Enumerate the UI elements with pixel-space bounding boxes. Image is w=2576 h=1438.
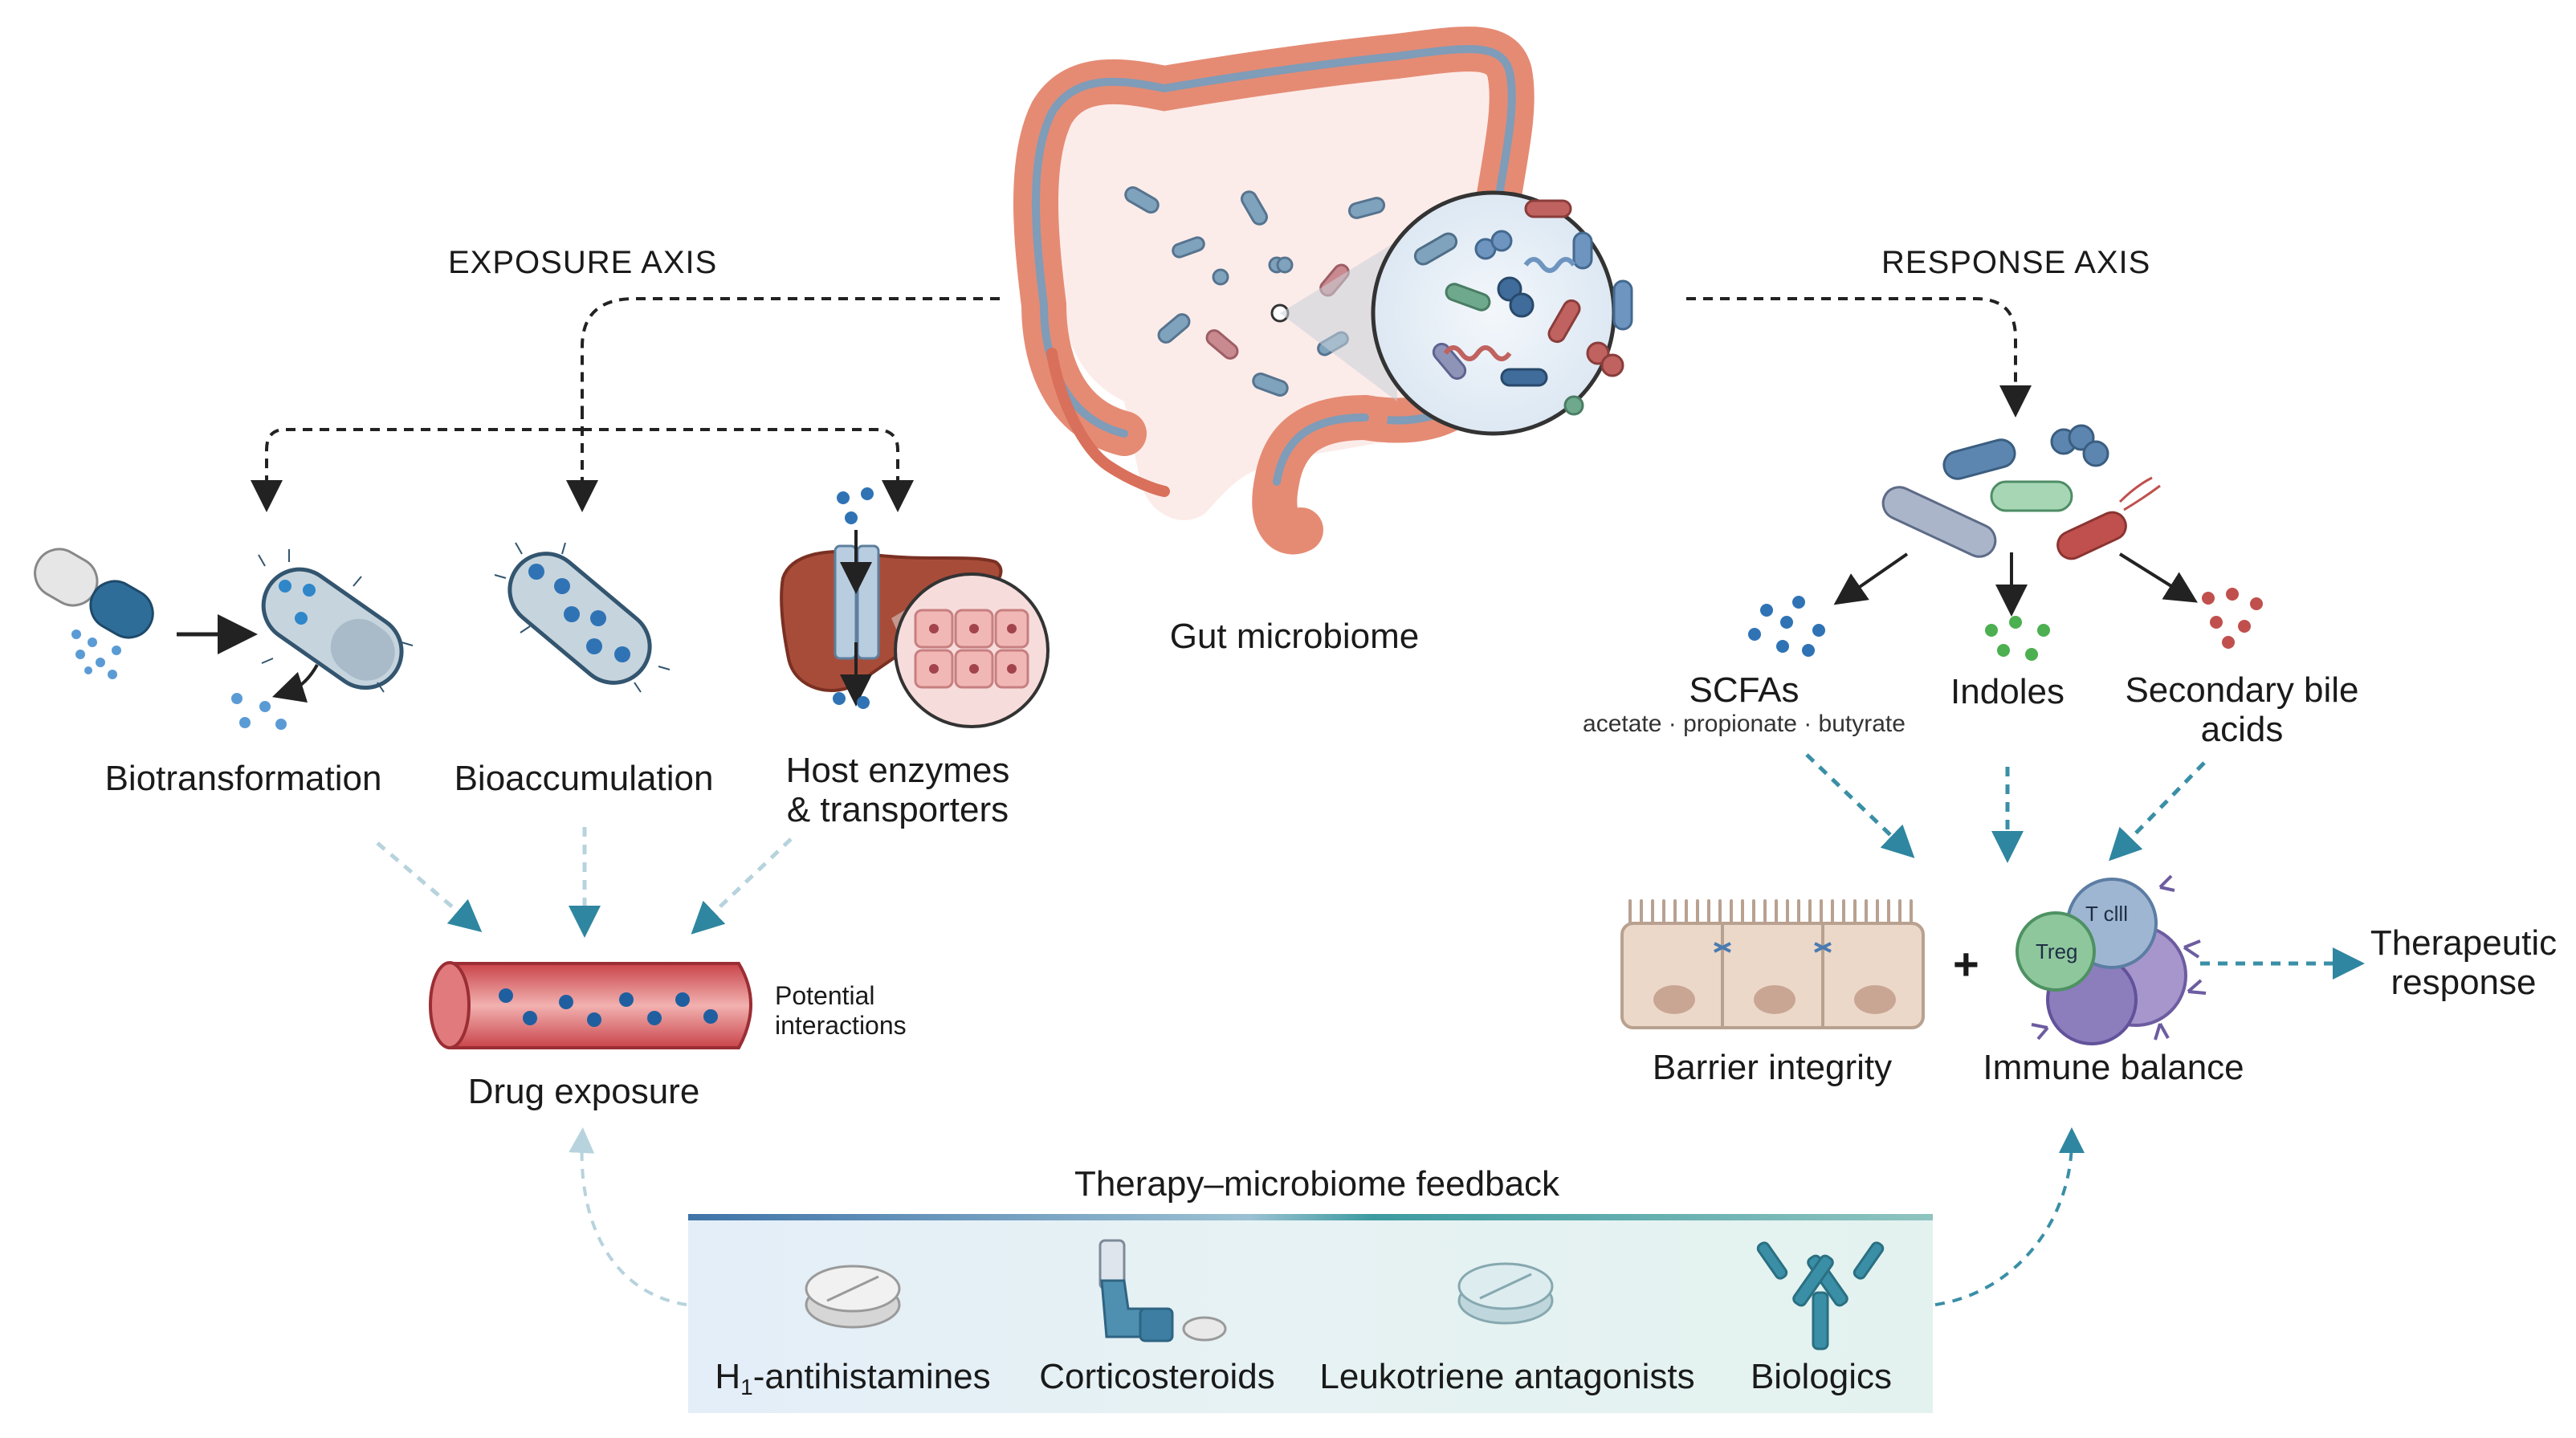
liver-transporter-icon [780, 487, 1050, 728]
therapy-biologics-label: Biologics [1750, 1357, 1893, 1396]
gut-microbiome-label: Gut microbiome [1169, 617, 1420, 656]
t-cell-label: T clll [2085, 902, 2128, 926]
therapeutic-line1: Therapeutic [2370, 923, 2558, 963]
blood-vessel-icon [429, 961, 752, 1049]
bile-acids-line2: acids [2200, 710, 2284, 750]
exposure-connectors [251, 297, 1000, 512]
therapy-corticosteroids-label: Corticosteroids [1039, 1357, 1275, 1396]
exposure-axis-title: EXPOSURE AXIS [448, 245, 718, 280]
host-enzymes-line2: & transporters [786, 790, 1009, 830]
capsule-bacterium-icon [34, 548, 414, 730]
plus-sign: + [1953, 939, 1979, 989]
metabolite-to-outcome-arrows [1805, 753, 2206, 863]
immune-cells-icon [2016, 874, 2207, 1045]
therapeutic-response-label: Therapeutic response [2370, 923, 2557, 1003]
indoles-label: Indoles [1950, 672, 2064, 711]
tablet-icon [1457, 1262, 1554, 1325]
immune-balance-label: Immune balance [1983, 1048, 2244, 1087]
response-bacteria-cluster [1881, 424, 2161, 560]
therapeutic-line2: response [2391, 963, 2537, 1003]
epithelium-icon [1620, 899, 1925, 1029]
biotransformation-label: Biotransformation [104, 759, 382, 798]
response-axis-title: RESPONSE AXIS [1881, 245, 2151, 280]
therapy-leukotriene-label: Leukotriene antagonists [1319, 1357, 1695, 1396]
microbiome-magnifier [1371, 190, 1633, 436]
tablet-icon [805, 1265, 901, 1329]
drug-exposure-label: Drug exposure [467, 1072, 700, 1111]
h-subscript: 1 [740, 1375, 753, 1399]
treg-label: Treg [2036, 939, 2078, 963]
bioaccumulation-label: Bioaccumulation [454, 759, 714, 798]
bile-acids-label: Secondary bile acids [2125, 670, 2358, 750]
antihistamines-suffix: -antihistamines [752, 1357, 991, 1396]
therapy-antihistamines-label: H1-antihistamines [715, 1357, 990, 1399]
note-line2: interactions [775, 1010, 907, 1040]
feedback-title: Therapy–microbiome feedback [1074, 1164, 1560, 1204]
bacterium-icon [494, 542, 670, 693]
bile-acids-line1: Secondary bile [2125, 670, 2359, 710]
scfa-dots [1748, 596, 1825, 657]
inhaler-icon [1098, 1239, 1227, 1342]
potential-interactions-note: Potential interactions [775, 981, 907, 1041]
host-enzymes-line1: Host enzymes [785, 751, 1010, 790]
feedback-panel [688, 1214, 1933, 1413]
h-prefix: H [715, 1357, 741, 1396]
scfa-sublabel: acetate · propionate · butyrate [1583, 711, 1906, 737]
feedback-return-arrows [569, 1127, 2085, 1306]
exposure-to-drug-arrows [376, 827, 793, 938]
barrier-integrity-label: Barrier integrity [1652, 1048, 1893, 1087]
metabolite-arrows [1833, 552, 2198, 617]
antibody-icon [1756, 1241, 1885, 1350]
note-line1: Potential [775, 981, 875, 1010]
bile-acid-dots [2202, 588, 2263, 649]
indole-dots [1985, 616, 2050, 661]
response-connector [1686, 297, 2032, 418]
scfa-label: SCFAs [1689, 670, 1800, 710]
host-enzymes-label: Host enzymes & transporters [786, 751, 1010, 830]
